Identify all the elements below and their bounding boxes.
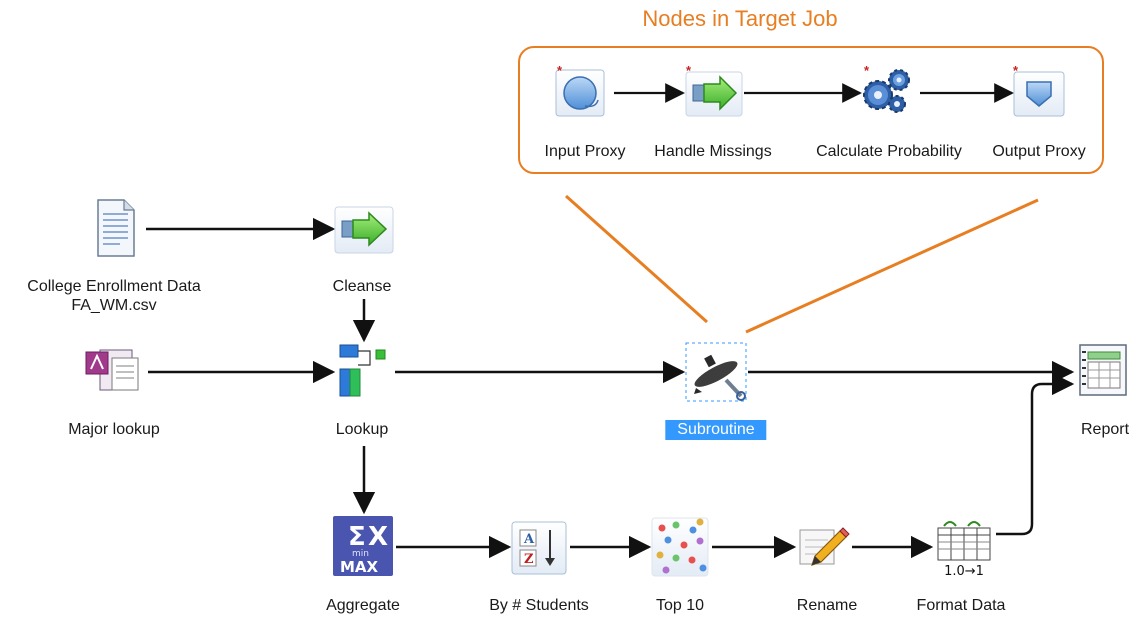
sort-az-icon[interactable]: A Z bbox=[511, 521, 567, 575]
input-proxy-icon[interactable] bbox=[555, 69, 605, 117]
handle-missings-label: Handle Missings bbox=[654, 143, 772, 160]
transform-arrow-icon[interactable] bbox=[685, 71, 743, 117]
by-students-label: By # Students bbox=[489, 597, 589, 614]
sigma-min-max-icon[interactable]: Σ X min MAX bbox=[333, 516, 393, 576]
subroutine-label[interactable]: Subroutine bbox=[665, 420, 767, 440]
required-asterisk-icon: * bbox=[557, 63, 563, 78]
aggregate-label: Aggregate bbox=[326, 597, 400, 614]
report-icon[interactable] bbox=[1079, 344, 1127, 396]
edge-format-report bbox=[996, 372, 1075, 536]
callout-leader-left bbox=[565, 194, 708, 324]
svg-text:X: X bbox=[368, 522, 388, 552]
rename-label: Rename bbox=[796, 597, 858, 614]
text-file-icon[interactable] bbox=[97, 199, 135, 257]
required-asterisk-icon: * bbox=[864, 63, 870, 78]
access-db-icon[interactable] bbox=[85, 349, 139, 391]
callout-title: Nodes in Target Job bbox=[642, 6, 838, 31]
svg-text:Z: Z bbox=[524, 552, 534, 567]
target-job-callout-frame bbox=[518, 46, 1104, 174]
output-proxy-icon[interactable] bbox=[1013, 71, 1065, 117]
svg-text:MAX: MAX bbox=[340, 558, 379, 576]
required-asterisk-icon: * bbox=[1013, 63, 1019, 78]
required-asterisk-icon: * bbox=[686, 63, 692, 78]
format-data-icon[interactable]: 1.0→1 bbox=[937, 521, 991, 579]
callout-leader-right bbox=[745, 198, 1039, 334]
college-data-label-line1: College Enrollment Data bbox=[27, 278, 201, 295]
cleanse-label: Cleanse bbox=[332, 278, 392, 295]
lookup-icon[interactable] bbox=[339, 344, 386, 397]
college-data-label-line2: FA_WM.csv bbox=[71, 297, 157, 314]
format-data-label: Format Data bbox=[916, 597, 1006, 614]
calculate-probability-label: Calculate Probability bbox=[816, 143, 962, 160]
format-data-icon-text: 1.0→1 bbox=[944, 564, 984, 579]
major-lookup-label: Major lookup bbox=[68, 421, 160, 438]
submarine-icon[interactable] bbox=[685, 342, 747, 402]
input-proxy-label: Input Proxy bbox=[544, 143, 626, 160]
svg-text:min: min bbox=[352, 549, 369, 559]
gears-icon[interactable] bbox=[863, 69, 910, 113]
output-proxy-label: Output Proxy bbox=[992, 143, 1086, 160]
dots-sample-icon[interactable] bbox=[651, 517, 709, 577]
top10-label: Top 10 bbox=[655, 597, 705, 614]
report-label: Report bbox=[1080, 421, 1130, 438]
transform-arrow-icon[interactable] bbox=[334, 206, 394, 254]
svg-text:Σ: Σ bbox=[348, 522, 366, 552]
svg-text:A: A bbox=[523, 532, 535, 547]
pencil-icon[interactable] bbox=[799, 527, 850, 566]
lookup-label: Lookup bbox=[335, 421, 389, 438]
